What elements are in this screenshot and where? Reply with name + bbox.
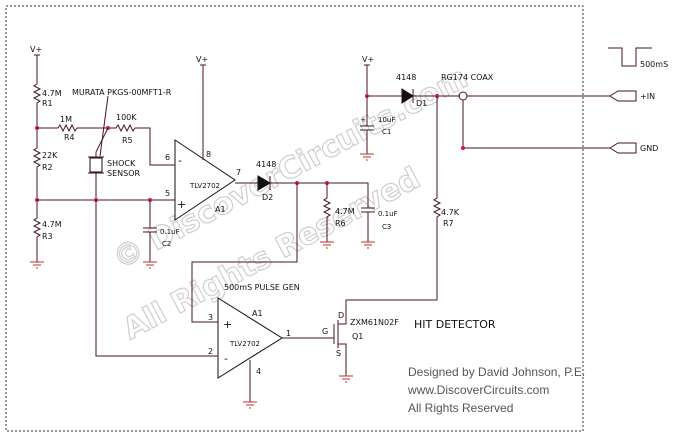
r7-ref: R7 [443, 219, 454, 228]
d1-ref: D1 [416, 99, 427, 108]
r6-ref: R6 [335, 219, 346, 228]
q1-part: ZXM61N02F [350, 318, 399, 327]
output-section: V+ + 10uF C1 4148 D1 4.7K R7 RG174 COAX … [360, 47, 668, 300]
c3-value: 0.1uF [378, 210, 398, 218]
r3-ref: R3 [42, 232, 53, 241]
opamp-b-pin4: 4 [256, 367, 261, 376]
dashed-border [5, 5, 584, 432]
opamp-a-ref: A1 [215, 205, 226, 214]
d1-value: 4148 [396, 73, 416, 82]
r2-value: 22K [42, 151, 58, 160]
shock-sensor-symbol [89, 157, 103, 173]
ground-q1 [339, 375, 353, 383]
resistor-r7 [432, 96, 442, 300]
sensor-line2: SENSOR [107, 169, 140, 178]
opamp-b-body [217, 297, 283, 379]
terminal-plus-in-label: +IN [640, 92, 655, 101]
opamp-b-ref: A1 [252, 309, 263, 318]
resistor-r1 [32, 83, 42, 128]
d2-value: 4148 [256, 160, 276, 169]
diode-d2-group: 4148 D2 4.7M R6 0.1uF C3 [191, 160, 398, 323]
divider-chain: V+ 4.7M R1 22K R2 4.7M R3 [30, 45, 62, 269]
ground-c1 [360, 153, 374, 161]
q1-s-label: S [336, 349, 341, 358]
c3-ref: C3 [382, 223, 391, 231]
pulse-label: 500mS [640, 60, 668, 69]
resistor-r4 [37, 123, 108, 133]
vplus-label-a: V+ [196, 55, 208, 64]
r4-value: 1M [60, 115, 72, 124]
opamp-a-pin5: 5 [165, 189, 170, 198]
opamp-b-pin1: 1 [286, 329, 291, 338]
ground-r3 [30, 261, 44, 269]
opamp-a-pin7: 7 [236, 168, 241, 177]
sensor-part-label: MURATA PKGS-00MFT1-R [72, 88, 172, 97]
r3-value: 4.7M [42, 220, 62, 229]
junction-coax-shield [461, 146, 465, 150]
c1-value: 10uF [378, 116, 395, 124]
opamp-b-pin2: 2 [208, 347, 213, 356]
terminal-gnd [609, 142, 637, 154]
opamp-a-body [174, 139, 236, 221]
credit-website: www.DiscoverCircuits.com [407, 383, 549, 397]
r4-ref: R4 [64, 133, 75, 142]
q1-g-label: G [322, 327, 328, 336]
hit-detector-label: HIT DETECTOR [414, 318, 496, 331]
resistor-r5 [108, 123, 175, 166]
mosfet-q1: D G S ZXM61N02F Q1 [322, 299, 437, 383]
vplus-label-right: V+ [362, 55, 374, 64]
r5-ref: R5 [122, 136, 133, 145]
resistor-r3 [32, 200, 42, 262]
diode-d2 [257, 175, 271, 191]
opamp-a-pin6: 6 [165, 153, 170, 162]
c1-plus: + [360, 116, 366, 124]
r5-value: 100K [116, 113, 137, 122]
r7-value: 4.7K [441, 208, 460, 217]
opamp-b-minus: - [224, 352, 228, 365]
credits: Designed by David Johnson, P.E. www.Disc… [407, 365, 585, 415]
r6-value: 4.7M [335, 207, 355, 216]
resistor-r2 [32, 128, 42, 200]
r1-ref: R1 [42, 99, 53, 108]
r2-ref: R2 [42, 163, 53, 172]
capacitor-c2 [143, 200, 157, 262]
q1-ref: Q1 [352, 332, 363, 341]
terminal-plus-in [609, 90, 637, 102]
opamp-a-part: TLV2702 [189, 182, 220, 190]
credit-designer: Designed by David Johnson, P.E. [408, 365, 585, 379]
resistor-r6 [322, 183, 332, 242]
credit-rights: All Rights Reserved [408, 401, 513, 415]
c1-ref: C1 [382, 128, 391, 136]
diode-d1 [401, 88, 414, 104]
c2-ref: C2 [162, 240, 171, 248]
ground-opamp-b [243, 401, 257, 409]
sensor-line1: SHOCK [107, 159, 136, 168]
opamp-a1-bottom: 500mS PULSE GEN + - TLV2702 A1 3 2 1 4 [208, 283, 334, 409]
r1-value: 4.7M [42, 89, 62, 98]
opamp-b-pin3: 3 [208, 313, 213, 322]
ground-c3 [361, 241, 375, 249]
ground-r6 [320, 241, 334, 249]
coax-label: RG174 COAX [441, 73, 494, 82]
q1-d-label: D [338, 311, 344, 320]
d2-ref: D2 [262, 193, 273, 202]
opamp-a-plus: + [177, 198, 186, 211]
opamp-b-plus: + [223, 318, 232, 331]
opamp-b-part: TLV2702 [229, 340, 260, 348]
pulse-waveform [608, 47, 652, 67]
capacitor-c3 [361, 205, 375, 242]
vplus-label-left: V+ [30, 45, 42, 54]
opamp-a-minus: - [178, 154, 182, 167]
terminal-gnd-label: GND [640, 144, 658, 153]
pulse-gen-title: 500mS PULSE GEN [224, 283, 300, 292]
opamp-a1-top: - + TLV2702 A1 6 5 7 8 V+ [165, 55, 241, 221]
opamp-a-pin8: 8 [206, 150, 211, 159]
c2-value: 0.1uF [160, 228, 180, 236]
input-network: 1M R4 100K R5 MURATA PKGS-00MFT1-R SHOCK… [37, 88, 218, 357]
ground-c2 [143, 261, 157, 269]
capacitor-c1 [360, 96, 374, 154]
